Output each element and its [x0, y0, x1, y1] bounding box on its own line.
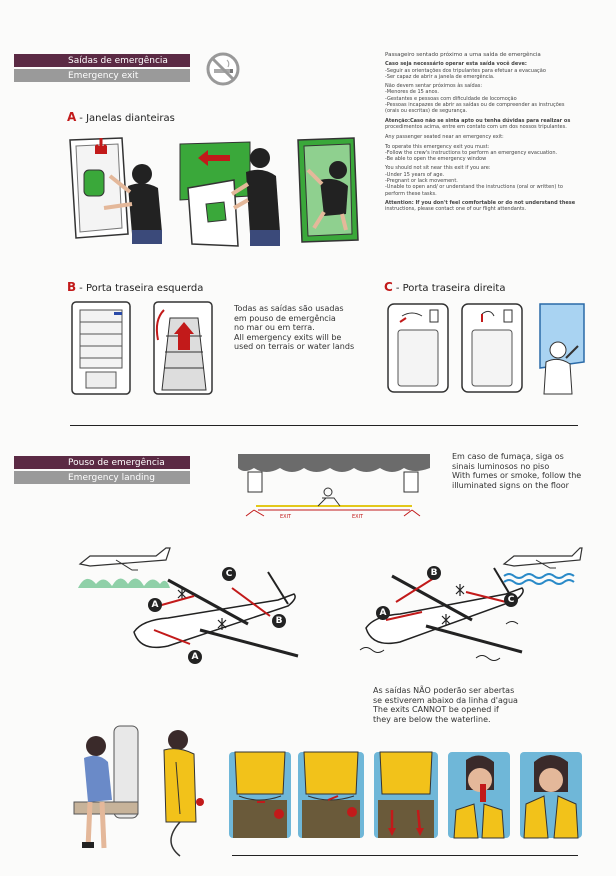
land-exit-marker-b: B [272, 614, 286, 628]
instructions-block: Passageiro sentado próximo a uma saída d… [385, 52, 585, 213]
water-exit-marker-c: C [504, 593, 518, 607]
section-b-letter: B [67, 280, 77, 294]
all-exits-note-en-1: All emergency exits will be [234, 332, 342, 342]
smoke-note-en-1: With fumes or smoke, follow the [452, 471, 582, 480]
landing-banner-en: Emergency landing [14, 471, 190, 484]
vest-step-1-illustration [229, 751, 291, 838]
vest-worn-illustration [520, 752, 582, 839]
instr-pt-4: Não devem sentar próximos às saídas: [385, 83, 483, 90]
instr-en-8: perform these tasks. [385, 190, 437, 197]
all-exits-note-en-2: used on terrais or water lands [234, 342, 355, 351]
waterline-note-en-1: The exits CANNOT be opened if [373, 705, 499, 714]
waterline-note-pt-2: se estiverem abaixo da linha d'agua [373, 695, 518, 705]
instr-pt-6: -Gestantes e pessoas com dificuldade de … [385, 95, 517, 102]
land-exit-marker-a-2: A [188, 650, 202, 664]
section-c-letter: C [384, 280, 393, 294]
rear-right-door-illustration-3 [539, 303, 585, 395]
instr-pt-9: Atenção:Caso não se sinta apto ou tenha … [385, 117, 571, 124]
exit-banner: Saídas de emergência Emergency exit [14, 54, 190, 82]
instr-en-5: -Under 15 years of age. [385, 171, 445, 178]
exit-floor-sign-right: EXIT [352, 514, 364, 520]
instr-en-9: Attention: If you don't feel comfortable… [385, 199, 576, 206]
instr-pt-1: Caso seja necessário operar esta saída v… [385, 61, 527, 68]
land-exit-marker-c: C [222, 567, 236, 581]
water-exit-diagram [359, 567, 524, 661]
all-exits-note: Todas as saídas são usadas em pouso de e… [234, 304, 374, 352]
instr-en-7: -Unable to open and/ or understand the i… [385, 184, 563, 191]
life-vest-location-illustration [163, 730, 204, 857]
instr-en-title: Any passenger seated near an emergency e… [385, 134, 504, 141]
waterline-note-pt-1: As saídas NÃO poderão ser abertas [373, 686, 515, 695]
water-exit-marker-a: A [376, 606, 390, 620]
smoke-note-en-2: illuminated signs on the floor [452, 480, 569, 490]
window-exit-illustration-1 [69, 137, 162, 244]
section-a-heading: A- Janelas dianteiras [67, 110, 175, 124]
rear-left-door-illustration-2 [153, 301, 213, 395]
no-smoking-icon [206, 52, 240, 86]
smoke-note-pt-1: Em caso de fumaça, siga os [452, 452, 564, 461]
smoke-note-pt-2: sinais luminosos no piso [452, 461, 550, 471]
smoke-corridor-illustration: EXIT EXIT [238, 454, 430, 520]
section-b-heading: B- Porta traseira esquerda [67, 280, 203, 294]
land-exit-marker-a-1: A [148, 598, 162, 612]
window-exit-illustration-3 [297, 137, 359, 243]
exit-banner-en: Emergency exit [14, 69, 190, 82]
brace-position-illustration [73, 725, 139, 849]
instr-en-1: To operate this emergency exit you must: [385, 143, 490, 150]
land-landing-aircraft-icon [78, 547, 171, 588]
water-landing-aircraft-icon [502, 547, 583, 585]
section-a-letter: A [67, 110, 77, 124]
section-a-title: - Janelas dianteiras [79, 113, 175, 124]
bottom-divider [232, 855, 578, 856]
instr-en-4: You should not sit near this exit if you… [385, 165, 491, 172]
vest-step-3-illustration [374, 751, 438, 838]
water-exit-marker-b: B [427, 566, 441, 580]
exit-floor-sign-left: EXIT [280, 514, 292, 520]
instr-pt-title: Passageiro sentado próximo a uma saída d… [385, 52, 541, 58]
rear-left-door-illustration-1 [71, 301, 131, 395]
instr-pt-2: -Seguir as orientações dos tripulantes p… [385, 67, 546, 74]
land-exit-diagram [133, 571, 299, 658]
window-exit-illustration-2 [179, 141, 280, 247]
landing-banner: Pouso de emergência Emergency landing [14, 456, 190, 484]
section-b-title: - Porta traseira esquerda [79, 283, 204, 294]
instr-pt-10: procedimentos acima, entre em contato co… [385, 123, 567, 130]
instr-en-3: -Be able to open the emergency window [385, 156, 487, 163]
all-exits-note-pt-1: Todas as saídas são usadas [234, 304, 344, 313]
instr-pt-8: (orais ou escritas) de segurança. [385, 108, 468, 115]
waterline-note-en-2: they are below the waterline. [373, 714, 491, 724]
rear-right-door-illustration-1 [387, 303, 449, 393]
instr-pt-7: -Pessoas incapazes de abrir as saídas ou… [385, 102, 565, 109]
instr-pt-3: -Ser capaz de abrir a janela de emergênc… [385, 73, 495, 80]
instr-en-2: -Follow the crew's instructions to perfo… [385, 149, 558, 156]
smoke-note: Em caso de fumaça, siga os sinais lumino… [452, 452, 602, 490]
rear-right-door-illustration-2 [461, 303, 523, 393]
exit-banner-pt: Saídas de emergência [14, 54, 190, 67]
vest-inflate-illustration [448, 752, 510, 839]
instr-en-10: instructions, please contact one of our … [385, 206, 527, 213]
all-exits-note-pt-2: em pouso de emergência [234, 313, 336, 323]
section-c-title: - Porta traseira direita [395, 283, 506, 294]
waterline-note: As saídas NÃO poderão ser abertas se est… [373, 686, 553, 724]
section-c-heading: C- Porta traseira direita [384, 280, 505, 294]
all-exits-note-pt-3: no mar ou em terra. [234, 323, 315, 332]
vest-step-2-illustration [298, 751, 364, 838]
instr-en-6: -Pregnant or lack movement. [385, 178, 458, 185]
landing-banner-pt: Pouso de emergência [14, 456, 190, 469]
section-divider [70, 425, 578, 426]
instr-pt-5: -Menores de 15 anos. [385, 89, 439, 96]
